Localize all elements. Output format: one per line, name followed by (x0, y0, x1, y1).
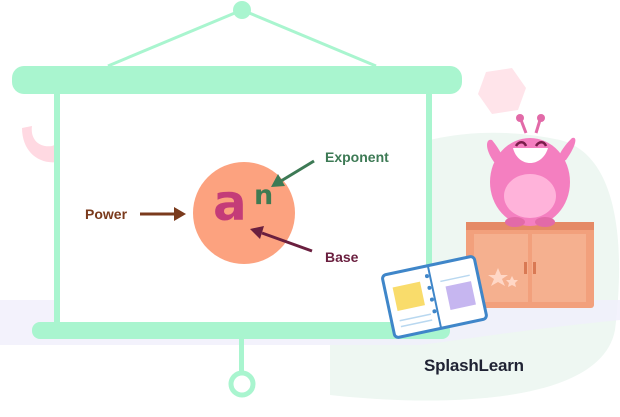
notebook-icon (381, 255, 488, 339)
cabinet-illustration (466, 222, 594, 308)
screen-side-left (54, 80, 60, 330)
base-label: Base (325, 249, 359, 265)
exponent-symbol: n (254, 180, 274, 211)
power-circle (193, 162, 295, 264)
brand-logo: SplashLearn (424, 356, 524, 375)
hanger-string-right (241, 8, 377, 68)
arrow-exponent (271, 159, 315, 187)
arrow-power (140, 207, 186, 221)
pull-cord (239, 338, 244, 374)
hanger-string-left (107, 8, 243, 68)
pull-ring (228, 370, 256, 398)
mascot-character (487, 114, 576, 227)
hanger-knob (233, 1, 251, 19)
screen-top-bar (12, 66, 462, 94)
pink-hexagon-decoration (478, 68, 526, 114)
exponent-label: Exponent (325, 149, 389, 165)
arrow-base (250, 226, 313, 253)
screen-bottom-bar (32, 322, 450, 339)
screen-side-right (426, 80, 432, 330)
base-symbol: a (213, 174, 247, 232)
power-label: Power (85, 206, 128, 222)
